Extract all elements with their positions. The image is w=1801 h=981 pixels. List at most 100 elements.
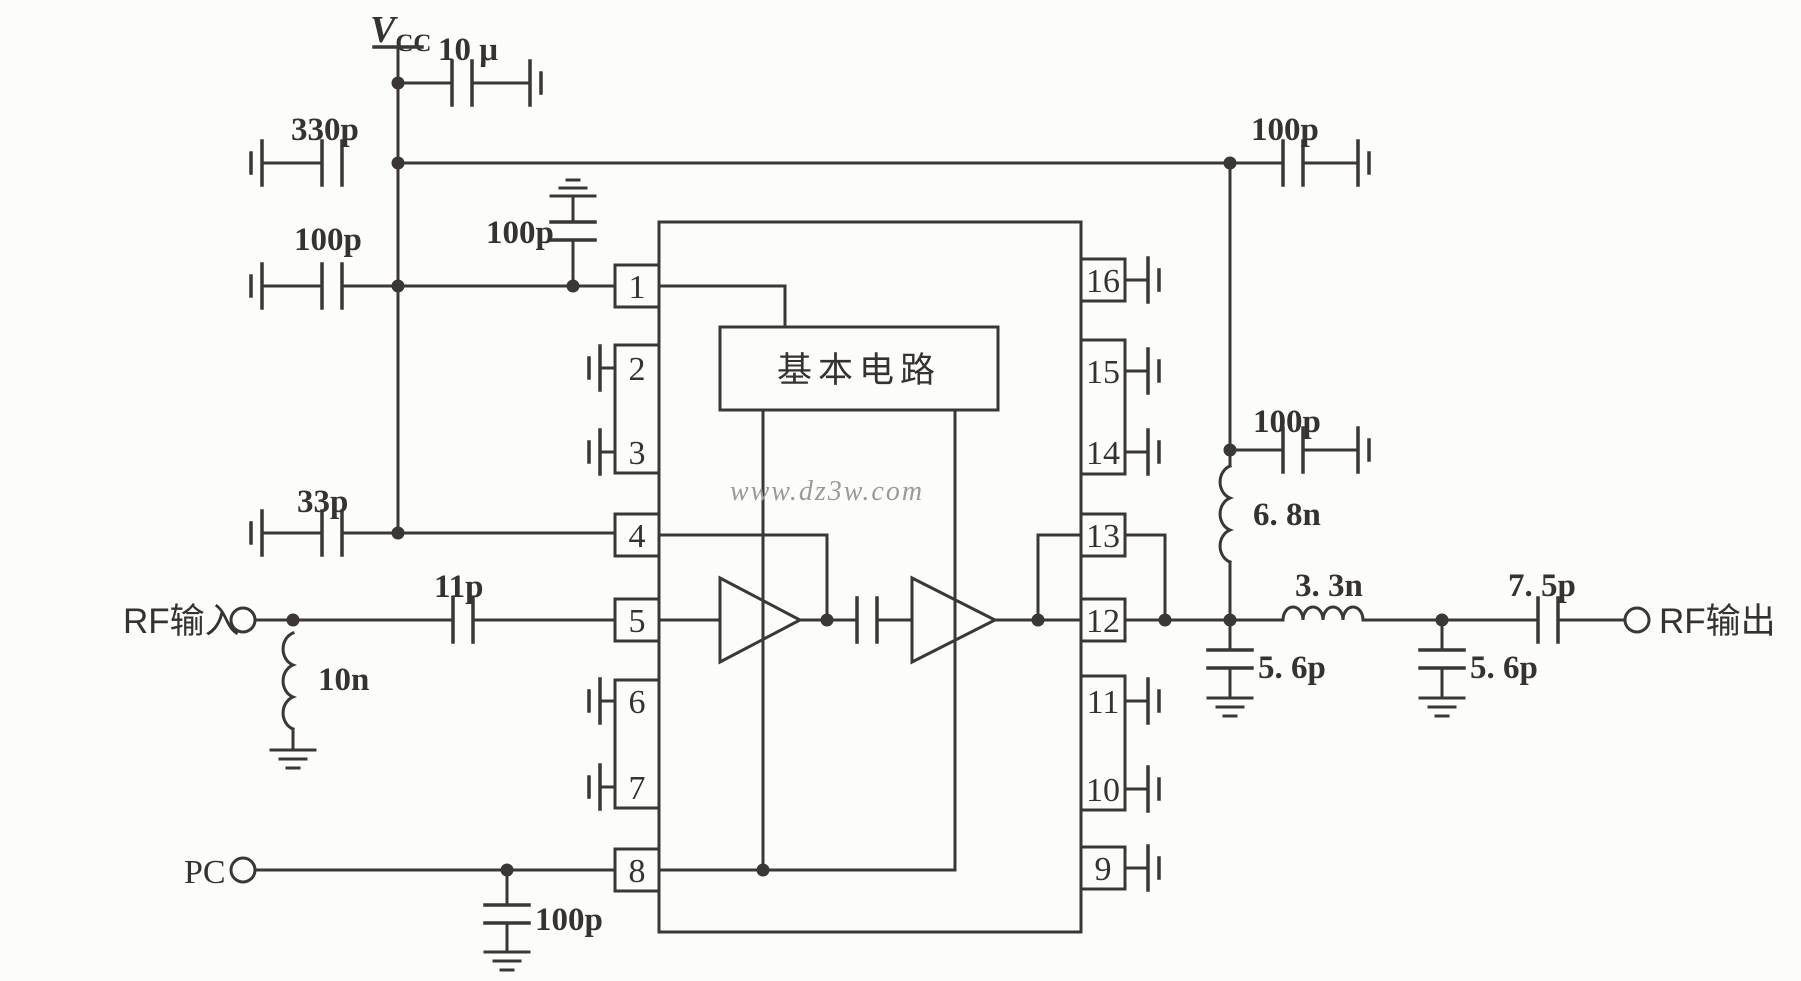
ground-icon [587,763,602,811]
ground-icon [249,262,264,310]
capacitor-plates [320,262,344,310]
junction-dot [1158,613,1172,627]
junction-dot [820,613,834,627]
inductor-6.8n-coil [1218,464,1232,564]
ground-icon [1418,696,1466,718]
junction-dot [756,863,770,877]
watermark: www.dz3w.com [730,476,924,507]
pc-label: PC [184,854,226,891]
pin16-ground [1123,256,1161,304]
capacitor-100p-pin1-value: 100p [486,215,554,251]
pin-box-2-3 [613,343,661,475]
core-circuit-label: 基本电路 [777,351,941,390]
capacitor-5.6p-b-value: 5. 6p [1470,650,1538,686]
capacitor-plates [1206,648,1254,670]
capacitor-100p-pc-plates [483,903,531,925]
amplifier1-icon [718,575,804,665]
core-circuit-box [718,325,1000,412]
pin-number-1: 1 [629,269,646,306]
pin-number-12: 12 [1086,603,1120,640]
capacitor-7.5p-value: 7. 5p [1508,568,1576,604]
ic-pins-right: 16 15 14 13 12 11 10 9 [1079,256,1161,892]
capacitor-100p-top-right: 100p [1228,112,1371,187]
ground-icon [1146,677,1161,725]
vcc-label: VCC [370,9,431,57]
pin-number-9: 9 [1095,851,1112,888]
pin9-ground [1123,844,1161,892]
pin-number-15: 15 [1086,354,1120,391]
rf-input-section: RF输入 10n 11p [123,569,617,770]
pin4-internal-wire [657,533,829,622]
pin-number-4: 4 [629,518,646,555]
pin6-ground [587,677,617,725]
ground-icon [1356,426,1371,474]
pin1-internal-wire [657,284,787,329]
pin-number-10: 10 [1086,772,1120,809]
capacitor-33p: 33p [249,484,617,557]
capacitor-11p-value: 11p [434,569,484,605]
capacitor-100p-value: 100p [294,222,362,258]
ground-icon [483,950,531,972]
inductor-6.8n-value: 6. 8n [1253,497,1321,533]
ground-icon [1146,765,1161,813]
pin-box-5 [613,597,661,643]
capacitor-330p-value: 330p [291,112,359,148]
inductor-3.3n-value: 3. 3n [1295,568,1363,604]
rf-input-label: RF输入 [123,602,240,641]
ground-icon [587,428,602,476]
capacitor-10u: 10 μ [396,32,543,107]
ground-icon [587,344,602,392]
capacitor-33p-value: 33p [297,484,348,520]
pin-box-13 [1079,512,1127,558]
amplifier2-icon [910,575,999,665]
pin-box-8 [613,847,661,893]
pin-number-6: 6 [629,684,646,721]
pin3-ground [587,428,617,476]
pin7-ground [587,763,617,811]
capacitor-100p-pin1: 100p [486,178,597,288]
capacitor-100p-top-value: 100p [1251,112,1319,148]
pin2-ground [587,344,617,392]
ground-icon [249,139,264,187]
rf-output-section: 3. 3n 5. 6p 5. 6p 7. 5p RF输出 [1123,533,1776,718]
pin-box-11-10 [1079,674,1127,812]
pin-number-3: 3 [629,435,646,472]
pin-box-4 [613,512,661,558]
pin14-ground [1123,428,1161,476]
ground-icon [1356,139,1371,187]
pin-number-5: 5 [629,603,646,640]
pin-box-15-14 [1079,338,1127,476]
pc-terminal [229,856,257,884]
ic-pins-left: 1 2 3 4 5 6 7 8 [587,263,661,893]
capacitor-100p-mid-value: 100p [1253,404,1321,440]
rf-output-terminal [1623,606,1651,634]
pc-input-section: PC 100p [184,854,617,972]
capacitor-5.6p-b: 5. 6p [1418,618,1538,718]
ground-icon [1146,347,1161,395]
pin-number-11: 11 [1087,684,1120,721]
pin13-internal-wire [1036,533,1083,622]
capacitor-100p-pc-value: 100p [535,902,603,938]
ground-icon [528,59,543,107]
capacitor-7.5p-plates [1536,596,1560,644]
pin-number-7: 7 [629,770,646,807]
ground-icon [1146,256,1161,304]
pin-box-16 [1079,257,1127,303]
ground-icon [1146,844,1161,892]
ground-icon [1206,696,1254,718]
junction-dot [286,613,300,627]
inductor-10n-value: 10n [318,662,369,698]
capacitor-100p-mid-right: 100p [1228,404,1371,474]
pin10-ground [1123,765,1161,813]
pin-number-13: 13 [1086,518,1120,555]
pin-box-6-7 [613,678,661,810]
rf-input-terminal [229,606,257,634]
pin13-external-wire [1123,533,1167,622]
capacitor-plates [1418,648,1466,670]
pin15-ground [1123,347,1161,395]
capacitor-330p: 330p [249,112,359,187]
ground-icon [249,509,264,557]
ground-icon [549,178,597,198]
